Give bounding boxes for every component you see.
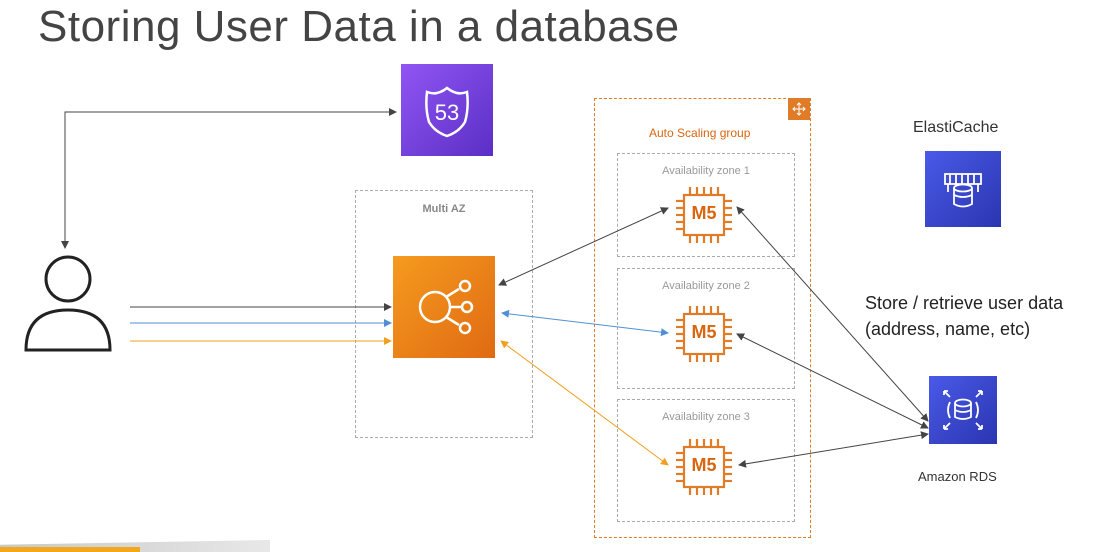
ec2-instance-icon: M5 — [672, 302, 736, 366]
elastic-load-balancer-icon — [393, 256, 495, 358]
ec2-instance-icon: M5 — [672, 183, 736, 247]
instance-type-label: M5 — [691, 203, 717, 223]
instance-type-label: M5 — [691, 322, 717, 342]
availability-zone-label: Availability zone 3 — [662, 411, 750, 423]
availability-zone-label: Availability zone 1 — [662, 165, 750, 177]
rds-label: Amazon RDS — [918, 469, 997, 484]
ec2-instance-icon: M5 — [672, 435, 736, 499]
route53-icon: 53 — [401, 64, 493, 156]
user-icon — [18, 252, 118, 356]
multi-az-label: Multi AZ — [422, 203, 466, 215]
auto-scaling-icon — [788, 98, 810, 120]
route53-number: 53 — [435, 100, 459, 125]
elasticache-label: ElastiCache — [913, 119, 999, 136]
page-title: Storing User Data in a database — [38, 2, 680, 51]
decorative-stripe-accent — [0, 547, 140, 552]
availability-zone-label: Availability zone 2 — [662, 280, 750, 292]
availability-zone-box — [617, 153, 795, 257]
elasticache-icon — [925, 151, 1001, 227]
instance-type-label: M5 — [691, 455, 717, 475]
auto-scaling-group-label: Auto Scaling group — [649, 126, 751, 140]
rds-icon — [929, 376, 997, 444]
